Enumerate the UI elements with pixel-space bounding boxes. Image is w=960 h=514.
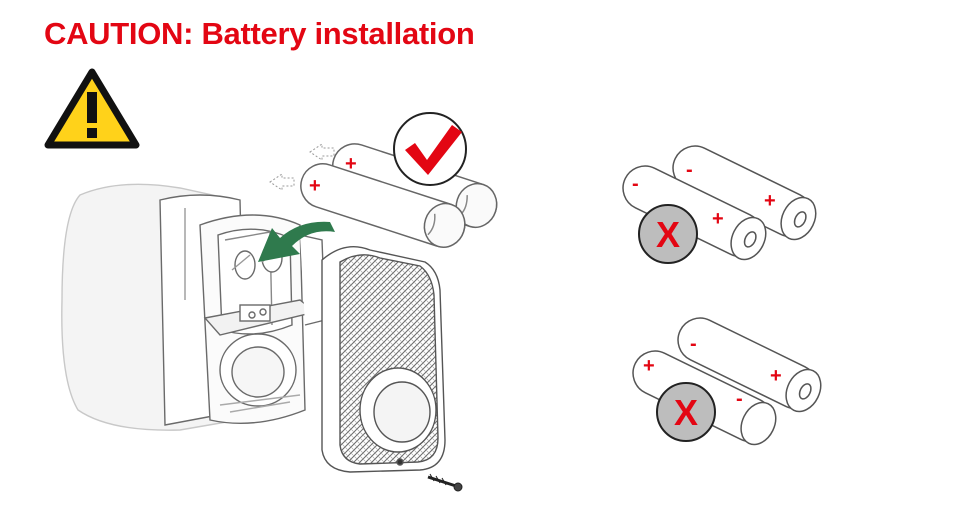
polarity-minus: - (736, 388, 743, 410)
polarity-plus: + (712, 208, 724, 230)
wrong-example-2: - + + - X (632, 317, 822, 446)
polarity-plus-front: + (309, 175, 321, 197)
polarity-minus: - (690, 333, 697, 355)
screw-icon (427, 473, 463, 492)
polarity-minus: - (632, 173, 639, 195)
camera-cover (321, 246, 446, 473)
motion-arrows (269, 143, 335, 191)
polarity-plus: + (643, 355, 655, 377)
polarity-plus: + (770, 365, 782, 387)
cross-badge: X (638, 204, 698, 264)
warning-triangle-icon (44, 68, 140, 149)
battery-front (300, 163, 466, 248)
check-mark-icon (405, 125, 462, 175)
cross-mark-icon: X (674, 392, 698, 433)
wrong-example-1: - + - + X (622, 145, 817, 264)
polarity-plus-back: + (345, 153, 357, 175)
cross-mark-icon: X (656, 214, 680, 255)
polarity-minus: - (686, 159, 693, 181)
cross-badge: X (656, 382, 716, 442)
polarity-plus: + (764, 190, 776, 212)
insert-arrow-icon (258, 221, 335, 262)
camera-body (61, 183, 326, 431)
check-badge (393, 112, 467, 186)
correct-batteries (300, 143, 498, 248)
page-title: CAUTION: Battery installation (44, 16, 475, 51)
